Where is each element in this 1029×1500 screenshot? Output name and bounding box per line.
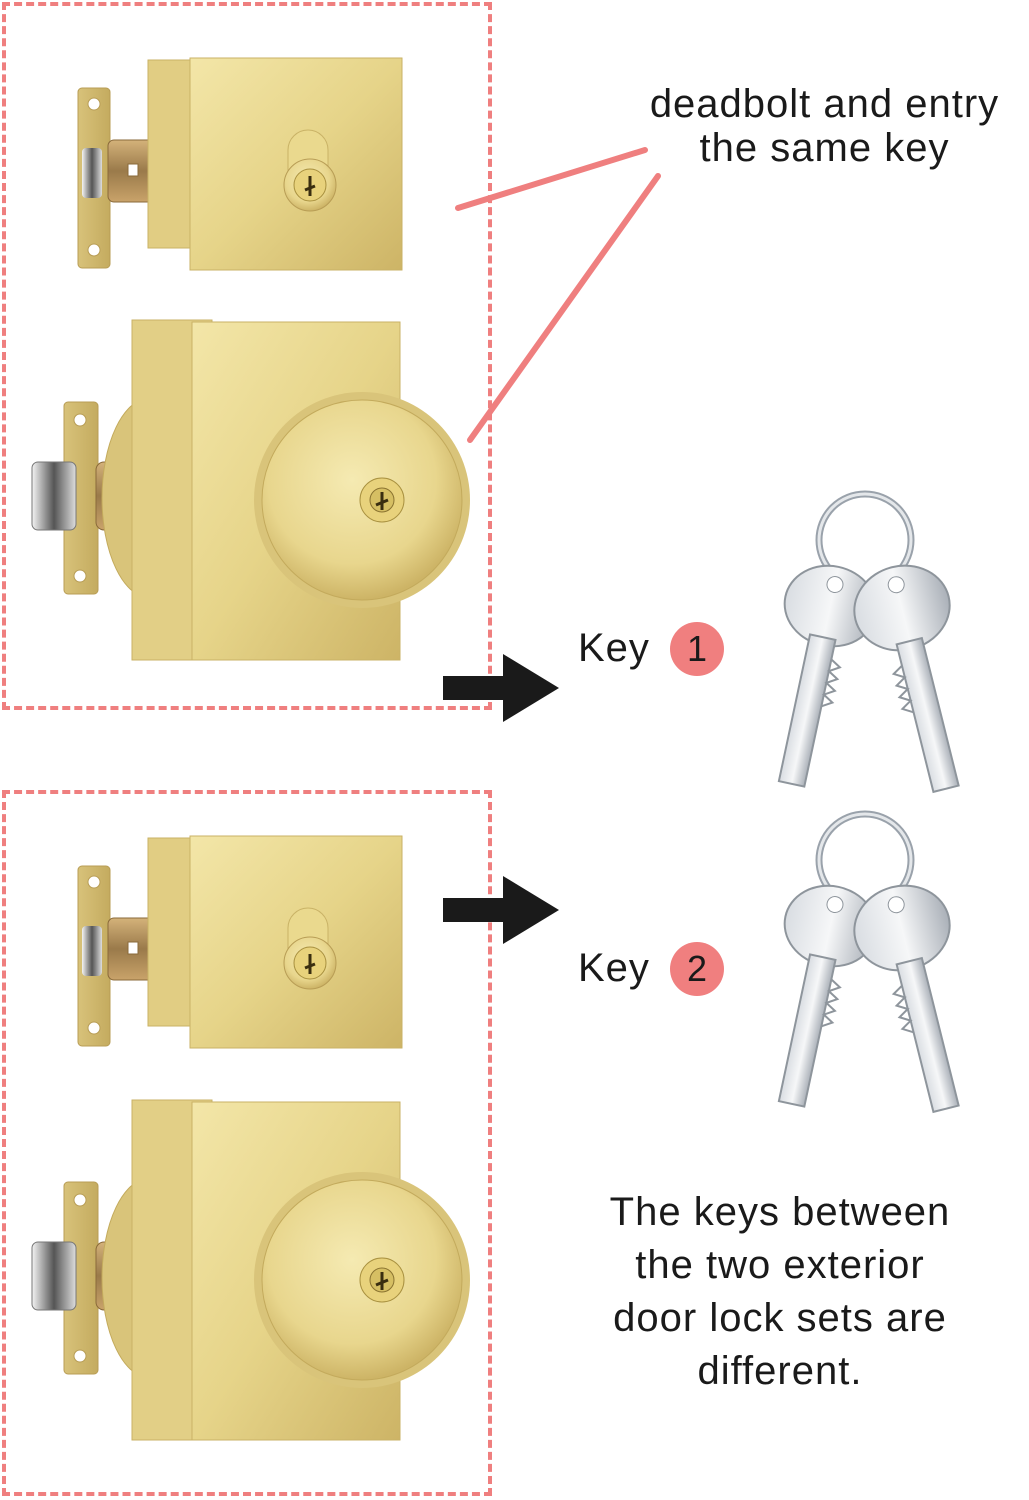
note-line-3: door lock sets are — [613, 1296, 947, 1340]
lockset-2-group — [2, 790, 492, 1496]
note-line-4: different. — [697, 1349, 863, 1393]
key-1-badge: 1 — [670, 622, 724, 676]
callout-line-2: the same key — [699, 126, 950, 170]
note-line-2: the two exterior — [635, 1243, 925, 1287]
lockset-1-group — [2, 2, 492, 710]
key-1-label: Key — [578, 626, 650, 670]
key-2-badge: 2 — [670, 942, 724, 996]
keys-different-note: The keys between the two exterior door l… — [560, 1186, 1000, 1398]
key-2-label: Key — [578, 946, 650, 990]
note-line-1: The keys between — [609, 1190, 951, 1234]
callout-text: deadbolt and entry the same key — [620, 82, 1029, 170]
callout-line-1: deadbolt and entry — [649, 82, 1000, 126]
